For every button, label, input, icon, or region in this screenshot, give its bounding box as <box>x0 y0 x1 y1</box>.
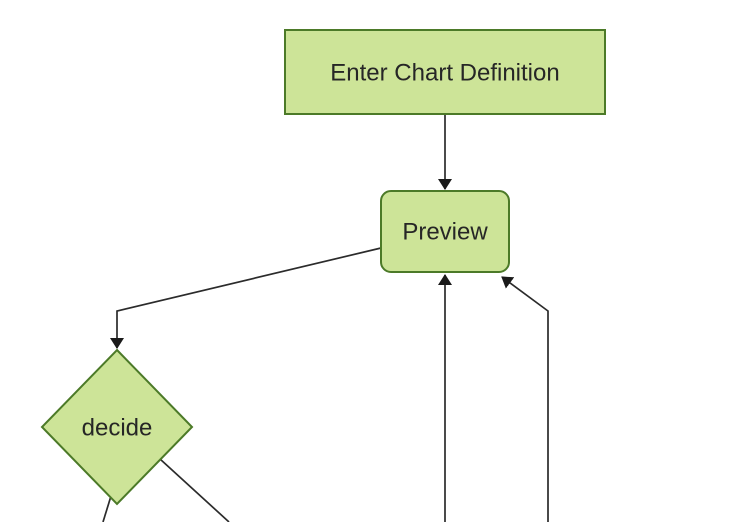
node-enter-chart-definition: Enter Chart Definition <box>284 29 606 115</box>
node-decide: decide <box>40 348 194 506</box>
edge-decide-to-offscreen-bottom-left <box>102 495 112 522</box>
node-preview: Preview <box>380 190 510 273</box>
decide-label: decide <box>82 415 153 442</box>
preview-label: Preview <box>402 219 488 246</box>
enter-chart-definition-label: Enter Chart Definition <box>330 60 559 87</box>
decide-diamond <box>40 348 194 506</box>
edge-layer <box>102 114 549 522</box>
preview-box <box>380 190 510 273</box>
enter-chart-definition-box <box>284 29 606 115</box>
edge-decide-to-offscreen-bottom-right <box>159 458 230 522</box>
edge-offscreen-bottom-right-to-preview <box>501 276 549 522</box>
edge-preview-to-decide <box>110 247 382 349</box>
